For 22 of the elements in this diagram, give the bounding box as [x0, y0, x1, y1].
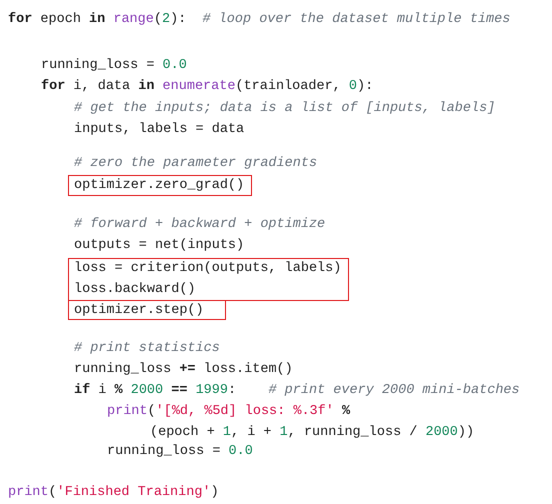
- highlight-box: [68, 175, 252, 196]
- code-comment: # zero the parameter gradients: [74, 155, 318, 172]
- code-comment: # print statistics: [74, 340, 220, 357]
- code-line: print('[%d, %5d] loss: %.3f' %: [107, 403, 350, 420]
- code-line: optimizer.zero_grad(): [74, 177, 244, 194]
- code-line: outputs = net(inputs): [74, 237, 244, 254]
- code-line: for epoch in range(2): # loop over the dataset multiple times: [8, 11, 510, 28]
- code-line: if i % 2000 == 1999: # print every 2000 mini-batches: [74, 382, 520, 399]
- highlight-box: [68, 258, 349, 301]
- code-line: print('Finished Training'): [8, 484, 219, 501]
- code-line: running_loss = 0.0: [107, 443, 253, 460]
- code-line: loss = criterion(outputs, labels): [74, 260, 342, 277]
- code-line: optimizer.step(): [74, 302, 204, 319]
- code-line: (epoch + 1, i + 1, running_loss / 2000)): [150, 424, 474, 441]
- code-line: inputs, labels = data: [74, 121, 244, 138]
- code-comment: # get the inputs; data is a list of [inputs, labels]: [74, 100, 496, 117]
- code-line: loss.backward(): [74, 281, 196, 298]
- highlight-box: [68, 300, 226, 320]
- code-comment: # forward + backward + optimize: [74, 216, 326, 233]
- code-line: running_loss = 0.0: [41, 57, 187, 74]
- code-line: running_loss += loss.item(): [74, 361, 293, 378]
- code-line: for i, data in enumerate(trainloader, 0):: [41, 78, 374, 95]
